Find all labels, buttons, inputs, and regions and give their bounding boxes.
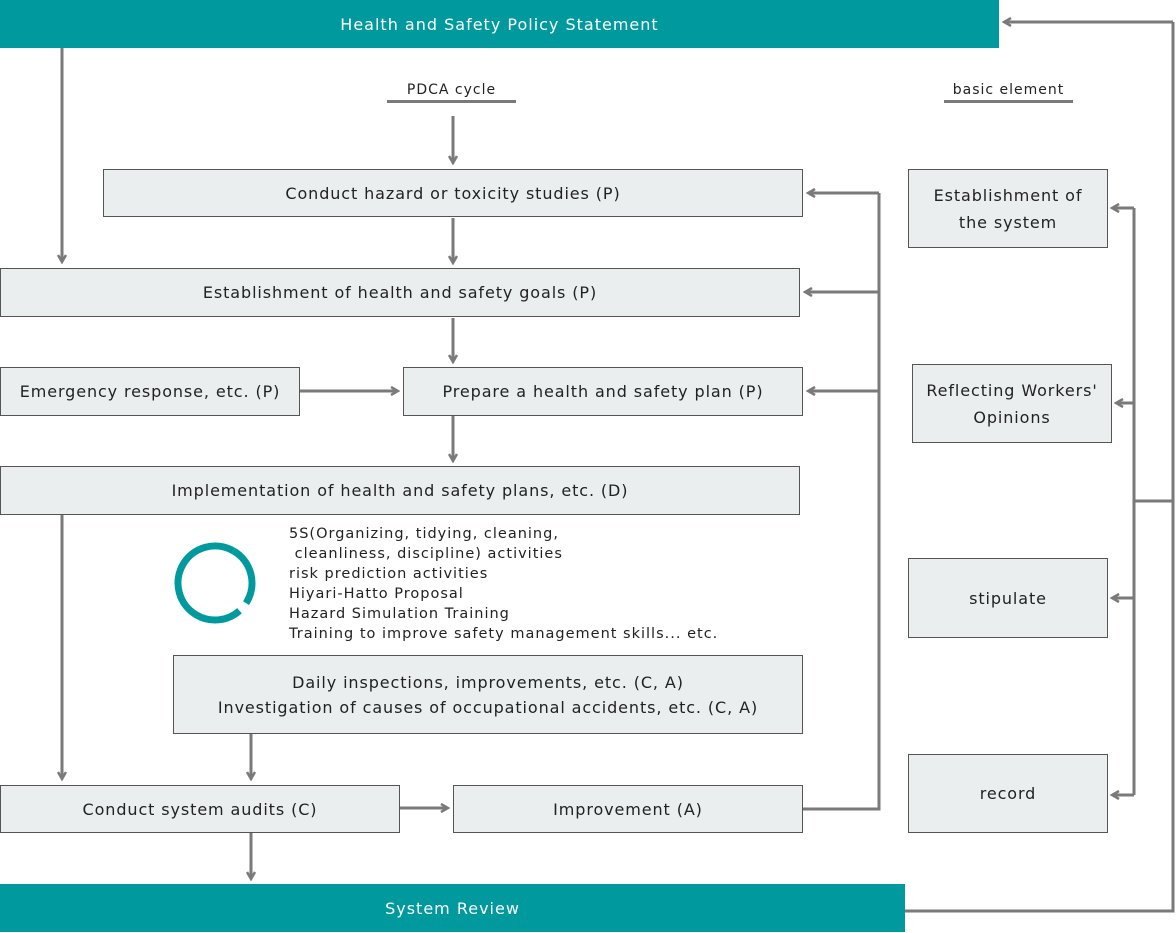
activity-item: 5S(Organizing, tidying, cleaning, bbox=[289, 526, 559, 542]
improvement-box: Improvement (A) bbox=[453, 785, 803, 833]
workers-opinions-line2: Opinions bbox=[973, 407, 1051, 427]
plan-label: Prepare a health and safety plan (P) bbox=[442, 382, 764, 401]
hazard-studies-box: Conduct hazard or toxicity studies (P) bbox=[103, 169, 803, 217]
activity-item: Hazard Simulation Training bbox=[289, 606, 510, 622]
emergency-box: Emergency response, etc. (P) bbox=[0, 367, 300, 416]
system-review-bar: System Review bbox=[0, 884, 905, 932]
plan-box: Prepare a health and safety plan (P) bbox=[403, 367, 803, 416]
activity-item: risk prediction activities bbox=[289, 566, 489, 582]
pdca-heading: PDCA cycle bbox=[387, 82, 516, 103]
activity-item: cleanliness, discipline) activities bbox=[289, 546, 563, 562]
feedback-line bbox=[802, 193, 881, 811]
workers-opinions-box: Reflecting Workers' Opinions bbox=[912, 364, 1112, 443]
record-box: record bbox=[908, 754, 1108, 833]
daily-inspections-box: Daily inspections, improvements, etc. (C… bbox=[173, 655, 803, 734]
audits-label: Conduct system audits (C) bbox=[82, 799, 318, 819]
daily-inspections-line2: Investigation of causes of occupational … bbox=[217, 697, 759, 717]
audits-box: Conduct system audits (C) bbox=[0, 785, 400, 833]
hazard-studies-label: Conduct hazard or toxicity studies (P) bbox=[285, 183, 621, 203]
record-label: record bbox=[979, 784, 1037, 803]
review-loop-line bbox=[905, 22, 1175, 913]
goals-label: Establishment of health and safety goals… bbox=[202, 283, 598, 302]
system-establishment-line2: the system bbox=[958, 212, 1058, 232]
policy-statement-bar: Health and Safety Policy Statement bbox=[0, 0, 999, 48]
policy-statement-label: Health and Safety Policy Statement bbox=[340, 14, 659, 34]
activity-item: Hiyari-Hatto Proposal bbox=[289, 586, 464, 602]
emergency-label: Emergency response, etc. (P) bbox=[19, 382, 281, 401]
goals-box: Establishment of health and safety goals… bbox=[0, 268, 800, 317]
implementation-label: Implementation of health and safety plan… bbox=[171, 481, 629, 500]
system-establishment-box: Establishment of the system bbox=[908, 169, 1108, 248]
improvement-label: Improvement (A) bbox=[553, 799, 703, 819]
system-establishment-line1: Establishment of bbox=[933, 185, 1083, 205]
stipulate-label: stipulate bbox=[969, 588, 1047, 608]
basic-element-heading: basic element bbox=[944, 82, 1073, 103]
system-review-label: System Review bbox=[385, 898, 520, 918]
implementation-box: Implementation of health and safety plan… bbox=[0, 466, 800, 515]
stipulate-box: stipulate bbox=[908, 558, 1108, 638]
daily-inspections-line1: Daily inspections, improvements, etc. (C… bbox=[292, 672, 684, 692]
activity-item: Training to improve safety management sk… bbox=[289, 626, 719, 642]
activities-list: 5S(Organizing, tidying, cleaning, cleanl… bbox=[289, 524, 718, 644]
cycle-ring-icon bbox=[174, 542, 256, 624]
workers-opinions-line1: Reflecting Workers' bbox=[926, 380, 1098, 400]
